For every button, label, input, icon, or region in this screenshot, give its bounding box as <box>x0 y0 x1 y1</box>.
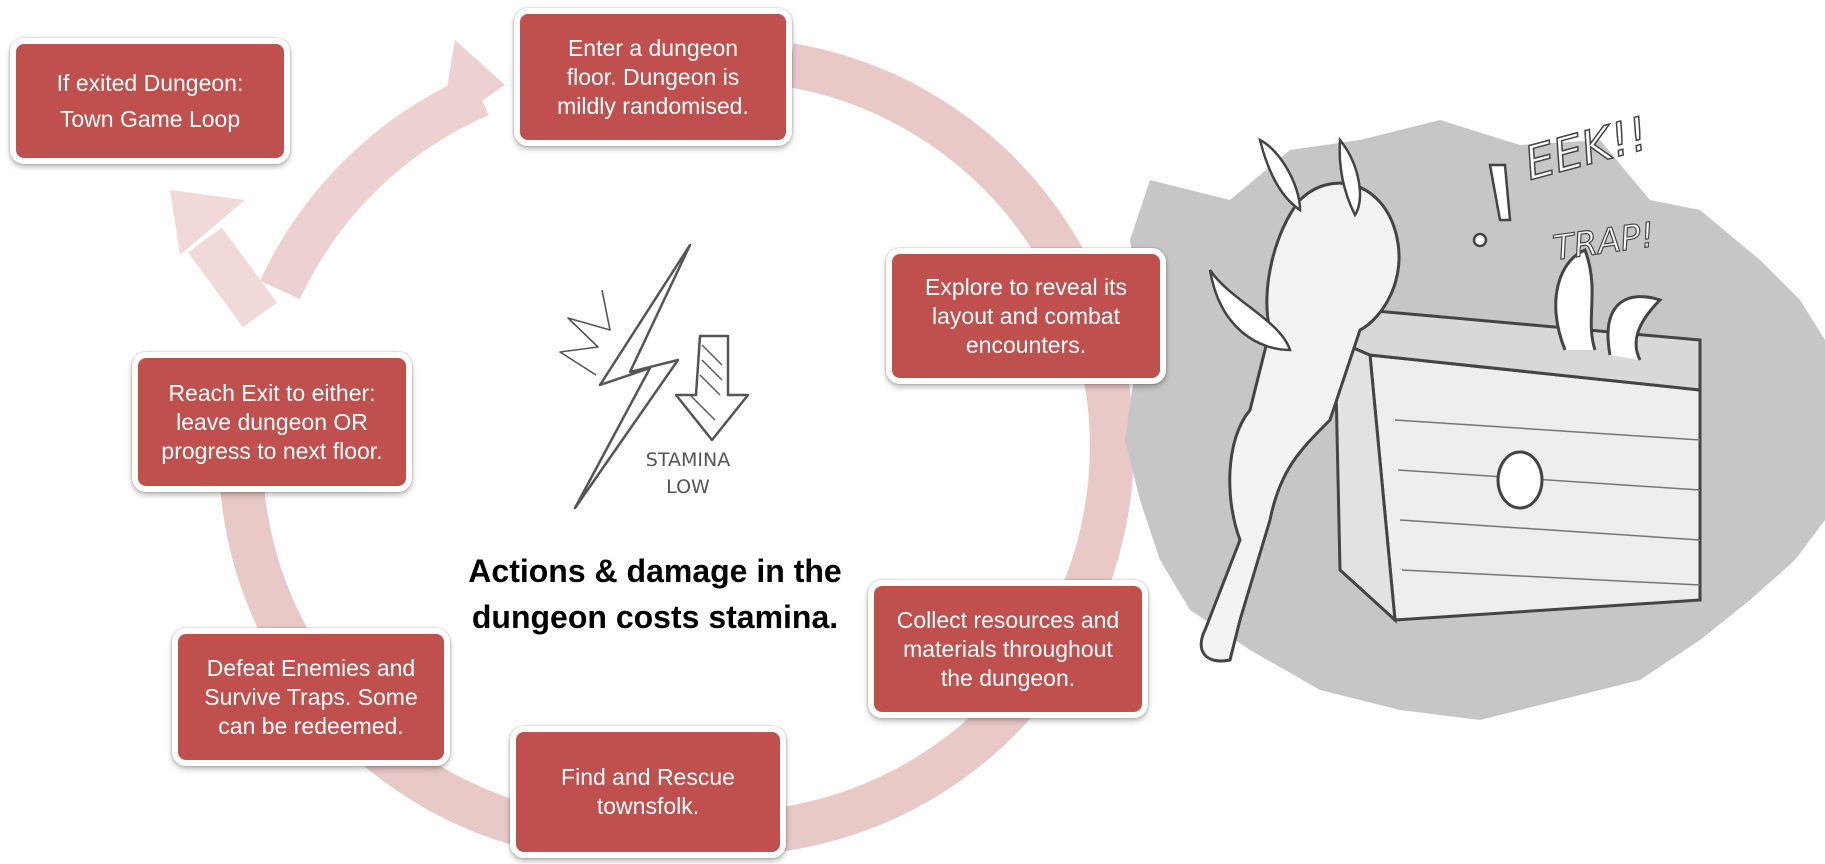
step-collect: Collect resources and materials througho… <box>868 580 1148 718</box>
step-text-line: Survive Traps. Some <box>204 683 417 712</box>
exit-box-line: If exited Dungeon: <box>57 65 244 101</box>
step-text-line: Explore to reveal its <box>925 273 1127 302</box>
step-rescue: Find and Rescue townsfolk. <box>510 726 786 858</box>
step-text-line: mildly randomised. <box>557 92 749 121</box>
step-text-line: Reach Exit to either: <box>161 379 382 408</box>
step-text-line: progress to next floor. <box>161 437 382 466</box>
step-enter-dungeon: Enter a dungeon floor. Dungeon is mildly… <box>514 8 792 146</box>
exit-arrow <box>170 190 260 315</box>
step-reach-exit: Reach Exit to either: leave dungeon OR p… <box>132 352 412 492</box>
step-explore: Explore to reveal its layout and combat … <box>886 248 1166 384</box>
step-text-line: layout and combat <box>925 302 1127 331</box>
step-text-line: Defeat Enemies and <box>204 654 417 683</box>
exit-box-line: Town Game Loop <box>57 101 244 137</box>
stamina-low-icon: STAMINA LOW <box>560 245 748 508</box>
stamina-label-line1: STAMINA <box>646 449 730 471</box>
step-text-line: Find and Rescue <box>561 763 735 792</box>
stamina-cost-caption: Actions & damage in the dungeon costs st… <box>440 548 870 640</box>
step-text-line: materials throughout <box>897 635 1119 664</box>
step-text-line: encounters. <box>925 331 1127 360</box>
step-text-line: townsfolk. <box>561 792 735 821</box>
step-text-line: floor. Dungeon is <box>557 63 749 92</box>
step-text-line: leave dungeon OR <box>161 408 382 437</box>
step-text-line: can be redeemed. <box>204 712 417 741</box>
step-text-line: the dungeon. <box>897 664 1119 693</box>
stamina-label-line2: LOW <box>666 476 710 498</box>
caption-line: Actions & damage in the <box>440 548 870 594</box>
step-defeat-enemies: Defeat Enemies and Survive Traps. Some c… <box>172 628 450 766</box>
trap-chest-illustration: EEK!! TRAP! <box>1125 106 1825 720</box>
step-text-line: Collect resources and <box>897 606 1119 635</box>
caption-line: dungeon costs stamina. <box>440 594 870 640</box>
step-text-line: Enter a dungeon <box>557 34 749 63</box>
town-game-loop-box: If exited Dungeon: Town Game Loop <box>10 38 290 164</box>
